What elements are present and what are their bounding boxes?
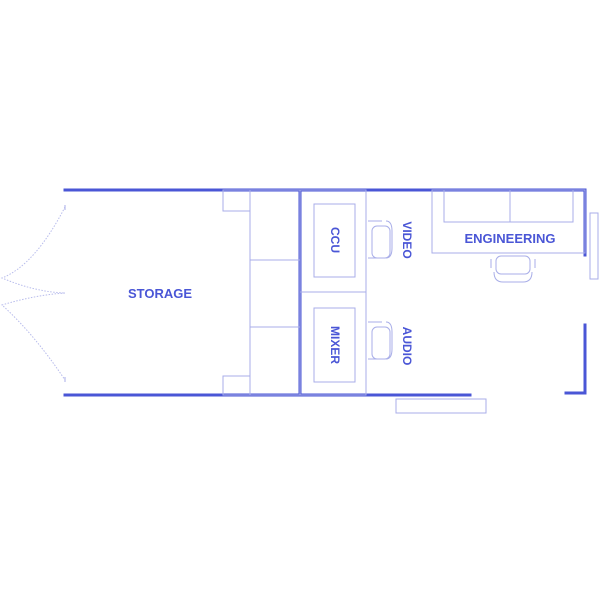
column-bottom (222, 375, 251, 396)
counter (395, 398, 487, 414)
storage-label: STORAGE (128, 286, 192, 301)
control-room-fixtures (299, 189, 367, 396)
ccu-label: CCU (328, 227, 342, 253)
chair-seat (495, 255, 531, 275)
chair-seat (371, 225, 391, 259)
chair-seat (371, 326, 391, 360)
engineering-chair[interactable] (490, 255, 536, 283)
storage-double-door[interactable] (0, 205, 66, 382)
shelf-3 (249, 326, 301, 396)
mixer-label: MIXER (328, 326, 342, 364)
ccu-rack (313, 203, 356, 278)
storage-fixtures (222, 189, 301, 396)
engineering-fixtures (431, 189, 599, 280)
column-top (222, 189, 251, 212)
shelf-2 (249, 259, 301, 328)
shelf-1 (249, 189, 301, 261)
chair-arms (490, 259, 536, 283)
right-wall-lower (564, 323, 587, 395)
mixer-rack (313, 307, 356, 383)
chair-arms (368, 321, 393, 360)
door-leaf-upper (0, 206, 66, 294)
audio-label: AUDIO (400, 327, 414, 366)
engineering-cabinet-right (509, 189, 574, 223)
bottom-counter (395, 398, 487, 414)
door-leaf-lower (1, 292, 66, 381)
room-labels: STORAGE ENGINEERING CCU MIXER VIDEO AUDI… (128, 221, 556, 365)
engineering-cabinet-left (443, 189, 511, 223)
video-label: VIDEO (400, 221, 414, 258)
video-chair[interactable] (368, 220, 393, 259)
side-panel (589, 212, 599, 280)
audio-chair[interactable] (368, 321, 393, 360)
chair-arms (368, 220, 393, 259)
engineering-label: ENGINEERING (464, 231, 555, 246)
